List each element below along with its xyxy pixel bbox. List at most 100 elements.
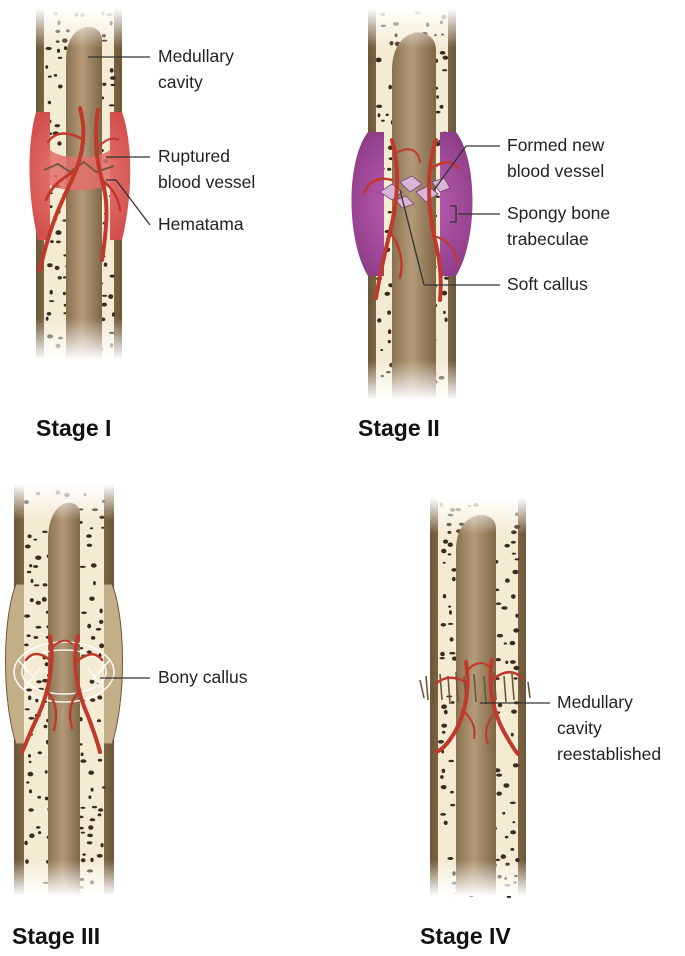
marrow-pore [88,770,95,775]
stage-4-panel: Medullary cavity reestablished Stage IV [419,498,661,949]
marrow-pore [89,596,95,601]
marrow-pore [33,538,38,541]
marrow-pore [99,619,104,625]
marrow-pore [387,310,392,315]
marrow-pore [57,56,63,60]
stage-1-ruptured-vessels [38,106,122,272]
marrow-pore [448,605,452,608]
marrow-pore [496,633,504,638]
marrow-pore [443,820,448,825]
marrow-pore [24,708,30,711]
stage-4-bone-illustration [419,498,531,899]
marrow-pore [101,526,105,529]
marrow-pore [89,527,94,530]
marrow-pore [97,813,102,817]
marrow-pore [37,751,43,755]
marrow-pore [95,627,102,631]
label-formed-new-blood-vessel: Formed new [507,135,605,155]
marrow-pore [440,775,444,779]
marrow-pore [439,657,445,660]
marrow-pore [35,698,39,703]
marrow-pore [443,709,448,715]
marrow-pore [375,57,382,63]
marrow-pore [512,821,516,824]
marrow-pore [99,608,103,614]
marrow-pore [441,548,447,554]
marrow-pore [29,598,34,603]
marrow-pore [447,857,454,860]
marrow-pore [513,677,518,680]
marrow-pore [444,276,449,280]
marrow-pore [440,623,447,627]
marrow-pore [89,679,95,684]
marrow-pore [28,808,34,812]
marrow-pore [450,803,456,807]
marrow-pore [62,291,66,296]
marrow-pore [50,240,54,244]
marrow-pore [44,796,49,801]
marrow-pore [444,317,448,322]
marrow-pore [90,698,96,702]
svg-text:trabeculae: trabeculae [507,229,589,249]
marrow-pore [442,55,449,60]
marrow-pore [504,543,511,548]
stage-1-title: Stage I [36,415,111,441]
marrow-pore [442,561,446,564]
stage-1-leaders [88,56,151,226]
marrow-pore [111,312,115,317]
marrow-pore [26,570,32,574]
marrow-pore [435,110,441,114]
marrow-pore [30,578,34,584]
marrow-pore [28,716,35,720]
marrow-pore [497,703,503,708]
marrow-pore [90,636,96,640]
marrow-pore [102,294,108,297]
marrow-pore [33,636,39,639]
marrow-pore [100,843,104,848]
marrow-pore [43,724,48,729]
marrow-pore [27,771,34,777]
marrow-pore [86,543,93,547]
marrow-pore [437,740,444,744]
marrow-pore [80,806,86,809]
marrow-pore [515,613,519,618]
marrow-pore [29,564,33,568]
marrow-pore [47,263,53,268]
svg-text:blood vessel: blood vessel [158,172,255,192]
marrow-pore [110,83,116,87]
stage-3-panel: Bony callus Stage III [5,484,248,949]
marrow-pore [88,825,94,830]
marrow-pore [384,291,391,296]
marrow-pore [505,660,509,664]
marrow-pore [57,276,62,280]
marrow-pore [97,695,103,700]
marrow-pore [63,254,67,257]
marrow-pore [511,552,516,555]
marrow-pore [441,730,446,734]
stage-2-bone-illustration [351,8,473,400]
marrow-pore [102,82,107,87]
marrow-pore [24,643,29,647]
marrow-pore [510,732,514,737]
marrow-pore [55,230,62,235]
marrow-pore [93,581,96,586]
marrow-pore [56,48,61,53]
svg-text:blood vessel: blood vessel [507,161,604,181]
marrow-pore [56,240,61,244]
stage-4-labels: Medullary cavity reestablished [557,692,661,764]
marrow-pore [86,841,93,845]
marrow-pore [449,651,456,655]
marrow-pore [28,754,31,758]
marrow-pore [89,818,96,822]
marrow-pore [37,831,42,835]
marrow-pore [442,69,448,72]
marrow-pore [33,584,40,587]
marrow-pore [54,265,60,270]
marrow-pore [439,51,446,55]
marrow-pore [447,622,454,625]
marrow-pore [510,660,516,664]
stage-2-spongy-trabeculae [379,175,451,209]
marrow-pore [387,211,392,214]
marrow-pore [44,770,48,774]
marrow-pore [57,141,62,146]
